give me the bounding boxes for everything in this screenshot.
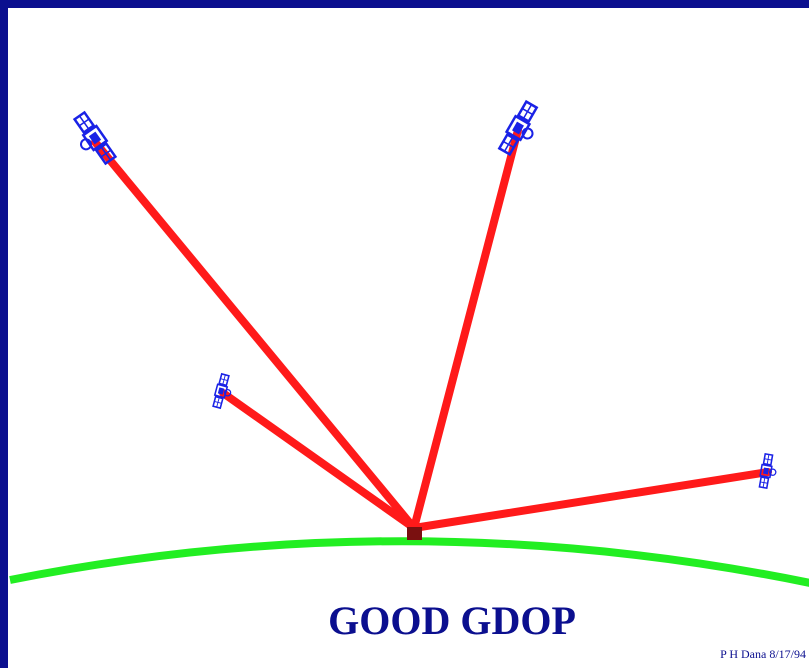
signal-line-upper-left	[91, 138, 418, 532]
satellite-icon	[211, 372, 236, 411]
signal-line-right	[410, 468, 772, 532]
earth-surface	[9, 537, 809, 587]
credit-label: P H Dana 8/17/94	[720, 647, 806, 661]
signal-line-upper-center	[410, 126, 522, 532]
diagram-title: GOOD GDOP	[328, 598, 576, 643]
receiver-icon	[407, 527, 422, 540]
signal-line-mid-left	[219, 389, 418, 532]
